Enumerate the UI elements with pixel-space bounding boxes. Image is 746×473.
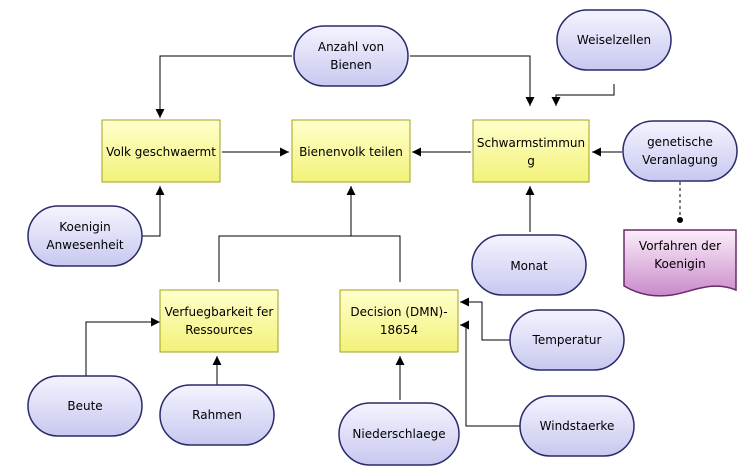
decision-label: Verfuegbarkeit fer — [165, 305, 274, 319]
input-label: Weiselzellen — [577, 33, 651, 47]
input-monat[interactable]: Monat — [471, 234, 587, 296]
input-label: Veranlagung — [642, 153, 718, 167]
input-label: Monat — [510, 259, 548, 273]
knowledge-source-vorfahren[interactable]: Vorfahren der Koenigin — [623, 229, 737, 297]
input-rahmen[interactable]: Rahmen — [159, 384, 275, 446]
input-genetische-veranlagung[interactable]: genetische Veranlagung — [622, 120, 738, 182]
decision-label: 18654 — [380, 323, 418, 337]
input-windstaerke[interactable]: Windstaerke — [519, 395, 635, 457]
input-anzahl-bienen[interactable]: Anzahl von Bienen — [293, 25, 409, 87]
input-label: genetische — [647, 135, 713, 149]
input-label: Anwesenheit — [46, 238, 124, 252]
decision-label: Bienenvolk teilen — [299, 145, 403, 159]
input-weiselzellen[interactable]: Weiselzellen — [556, 9, 672, 71]
decision-volk-geschwaermt[interactable]: Volk geschwaermt — [101, 119, 221, 183]
edge-temperatur-to-decision — [460, 297, 510, 341]
input-label: Beute — [67, 399, 102, 413]
decision-label: Ressources — [185, 323, 253, 337]
input-label: Windstaerke — [540, 419, 615, 433]
edge-verfuegbarkeit-to-teilen — [218, 186, 356, 282]
edge-anzahl-to-volk — [155, 55, 292, 118]
decision-verfuegbarkeit[interactable]: Verfuegbarkeit fer Ressources — [159, 289, 279, 353]
decision-label: Volk geschwaermt — [106, 145, 216, 159]
edge-decision-to-teilen — [351, 235, 401, 282]
input-label: Koenigin — [59, 220, 111, 234]
decision-label: Schwarmstimmun — [477, 136, 585, 150]
input-koenigin-anwesenheit[interactable]: Koenigin Anwesenheit — [27, 205, 143, 267]
input-label: Bienen — [330, 58, 372, 72]
decision-label: g — [527, 154, 535, 168]
input-beute[interactable]: Beute — [27, 375, 143, 437]
input-label: Temperatur — [532, 333, 602, 347]
edge-weiselzellen-to-schwarm — [551, 84, 615, 106]
edge-windstaerke-to-decision — [460, 320, 520, 427]
input-label: Niederschlaege — [352, 427, 445, 441]
edge-anzahl-to-schwarm — [410, 55, 535, 106]
knowledge-label: Koenigin — [654, 257, 706, 271]
knowledge-connector-dot — [677, 217, 683, 223]
decision-label: Decision (DMN)- — [350, 305, 447, 319]
input-label: Anzahl von — [318, 40, 384, 54]
decision-bienenvolk-teilen[interactable]: Bienenvolk teilen — [291, 119, 411, 183]
input-niederschlaege[interactable]: Niederschlaege — [338, 402, 460, 466]
input-label: Rahmen — [192, 408, 242, 422]
connectors — [85, 55, 681, 427]
edge-koenigin-to-volk — [142, 186, 165, 237]
decision-dmn[interactable]: Decision (DMN)- 18654 — [339, 289, 459, 353]
input-temperatur[interactable]: Temperatur — [509, 309, 625, 371]
edge-beute-to-verfuegbarkeit — [85, 317, 160, 376]
knowledge-label: Vorfahren der — [639, 239, 721, 253]
decision-schwarmstimmung[interactable]: Schwarmstimmun g — [472, 119, 590, 183]
